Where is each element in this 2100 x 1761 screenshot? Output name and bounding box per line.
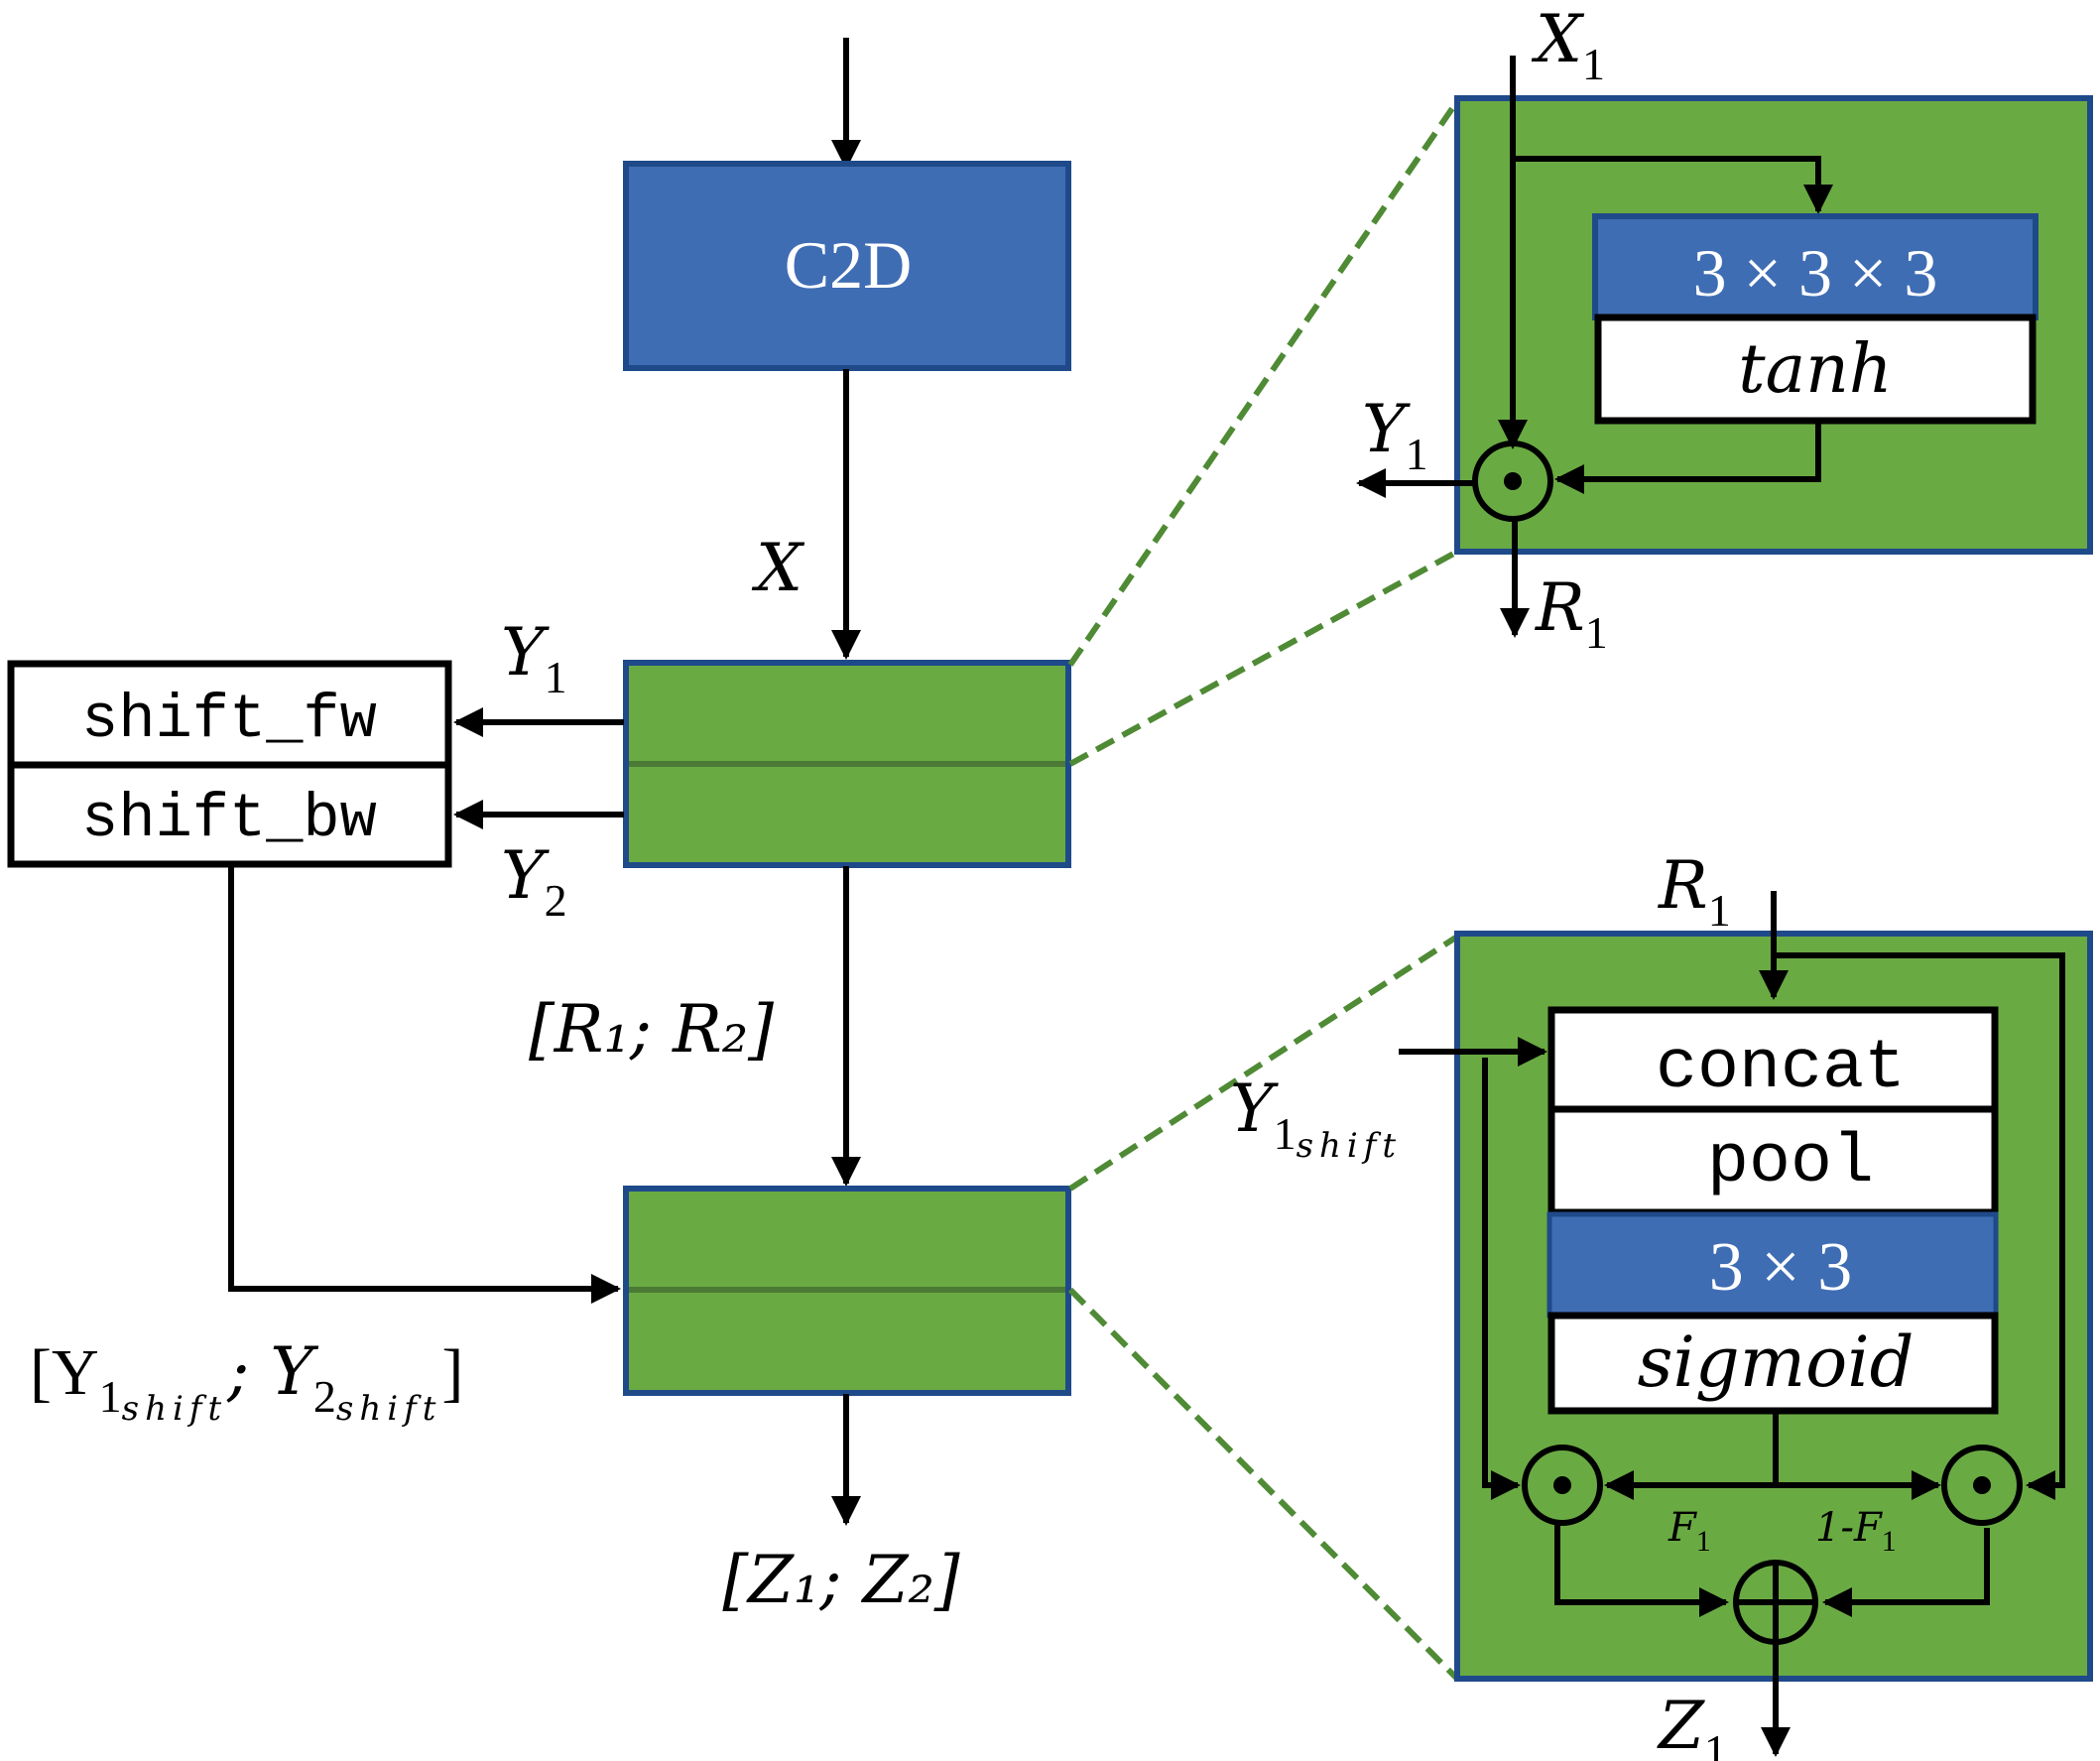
y1shift-bypass-line — [1482, 1058, 1521, 1500]
hadamard-node-left — [1522, 1445, 1603, 1526]
z-label: [Z₁; Z₂] — [722, 1542, 960, 1618]
sigmoid-label: sigmoid — [1638, 1321, 1915, 1403]
conv3d-label: 3 × 3 × 3 — [1693, 235, 1938, 311]
c2d-label: C2D — [785, 227, 912, 303]
detail-top-panel: X1 3 × 3 × 3 tanh Y1 R1 — [1356, 1, 2093, 658]
right-to-sum-line — [1822, 1528, 1990, 1617]
left-to-sum-line — [1554, 1523, 1729, 1617]
f1-label: F1 — [1668, 1505, 1711, 1558]
concat-label: concat — [1656, 1030, 1906, 1108]
hadamard-node-right — [1941, 1445, 2023, 1526]
one-minus-f1-label: 1-F1 — [1815, 1505, 1897, 1558]
y1-label: Y1 — [501, 614, 567, 702]
y1-out-label: Y1 — [1362, 391, 1428, 479]
pool-label: pool — [1707, 1124, 1874, 1202]
y-shift-label: [Y1shift; Y2shift] — [30, 1333, 463, 1429]
sigmoid-block[interactable] — [1547, 1312, 1999, 1415]
shift-fw-block[interactable] — [7, 660, 452, 769]
c2d-block: C2D — [623, 161, 1071, 371]
x1-label: X1 — [1531, 1, 1605, 89]
gated-block-1[interactable] — [623, 660, 1071, 868]
tanh-to-mult-line — [1554, 421, 1821, 494]
detail-bottom-panel: R1 Y1shift concat pool 3 × 3 sigmoid F1 … — [1230, 847, 2093, 1761]
shift-bw-block[interactable] — [7, 761, 452, 868]
sum-node — [1733, 1560, 1818, 1645]
concat-block[interactable] — [1547, 1006, 1999, 1113]
conv2d-label: 3 × 3 — [1709, 1229, 1852, 1306]
zoom-lines-bottom — [1067, 934, 1460, 1682]
conv2d-block[interactable] — [1546, 1211, 1999, 1319]
z1-label: Z1 — [1657, 1688, 1727, 1761]
pool-block[interactable] — [1547, 1105, 1999, 1216]
r1-bypass-line — [1774, 952, 2065, 1500]
conv3d-block[interactable] — [1592, 213, 2038, 320]
shift-box: shift_fw shift_bw — [7, 660, 452, 868]
zoom-lines-top — [1067, 99, 1460, 767]
shift-to-block2-connector — [228, 866, 621, 1304]
gated-block-2[interactable] — [623, 1186, 1071, 1396]
x1-branch-line — [1513, 156, 1833, 214]
shift-bw-label: shift_bw — [81, 784, 377, 854]
tanh-label: tanh — [1738, 330, 1892, 409]
y2-label: Y2 — [501, 837, 567, 926]
x-label: X — [751, 530, 805, 606]
shift-fw-label: shift_fw — [81, 685, 377, 755]
r1-out-label: R1 — [1535, 569, 1608, 658]
r1-in-label: R1 — [1658, 847, 1731, 936]
r-label: [R₁; R₂] — [529, 991, 774, 1068]
y1shift-label: Y1shift — [1230, 1070, 1402, 1166]
